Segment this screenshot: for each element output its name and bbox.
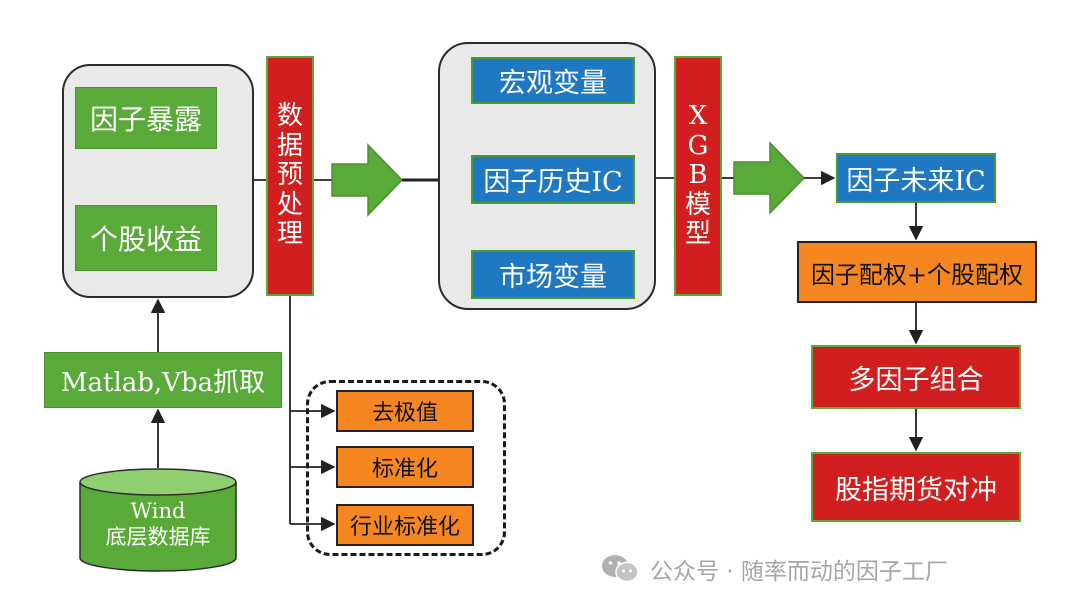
factor-history-ic-box: 因子历史IC <box>471 155 635 204</box>
preprocess-char: 数 <box>276 100 303 131</box>
market-variable-box: 市场变量 <box>471 250 635 299</box>
weighting-box: 因子配权+个股配权 <box>797 241 1037 303</box>
database-cylinder-body <box>79 482 237 572</box>
model-char: G <box>687 130 709 161</box>
database-cylinder-top <box>79 468 237 496</box>
winsorize-box: 去极值 <box>336 390 474 432</box>
macro-variable-box: 宏观变量 <box>471 57 635 104</box>
model-char: B <box>688 160 708 191</box>
watermark-text: 公众号 · 随率而动的因子工厂 <box>650 559 948 585</box>
model-char: 模 <box>684 189 711 220</box>
preprocess-char: 据 <box>276 130 303 161</box>
watermark: 公众号 · 随率而动的因子工厂 <box>600 552 948 586</box>
database-label: Wind 底层数据库 <box>80 498 236 551</box>
model-char: X <box>688 100 708 131</box>
factor-future-ic-box: 因子未来IC <box>836 153 996 203</box>
database-name: Wind <box>130 499 186 523</box>
index-futures-hedge-box: 股指期货对冲 <box>811 452 1021 522</box>
preprocess-steps-group <box>306 380 506 556</box>
multi-factor-portfolio-box: 多因子组合 <box>811 345 1021 409</box>
preprocess-char: 理 <box>276 219 303 250</box>
preprocess-box: 数 据 预 处 理 <box>266 56 314 296</box>
database-caption: 底层数据库 <box>105 525 211 550</box>
fetch-box: Matlab,Vba抓取 <box>44 352 282 408</box>
industry-standardize-box: 行业标准化 <box>336 504 474 546</box>
flow-arrow-2 <box>733 141 806 215</box>
standardize-box: 标准化 <box>336 446 474 488</box>
flow-arrow-1 <box>331 143 404 217</box>
preprocess-char: 处 <box>276 189 303 220</box>
stock-return-box: 个股收益 <box>75 205 217 271</box>
wechat-icon <box>602 555 639 583</box>
xgb-model-box: X G B 模 型 <box>674 56 722 296</box>
factor-exposure-box: 因子暴露 <box>75 87 217 149</box>
model-char: 型 <box>684 219 711 250</box>
preprocess-char: 预 <box>276 160 303 191</box>
